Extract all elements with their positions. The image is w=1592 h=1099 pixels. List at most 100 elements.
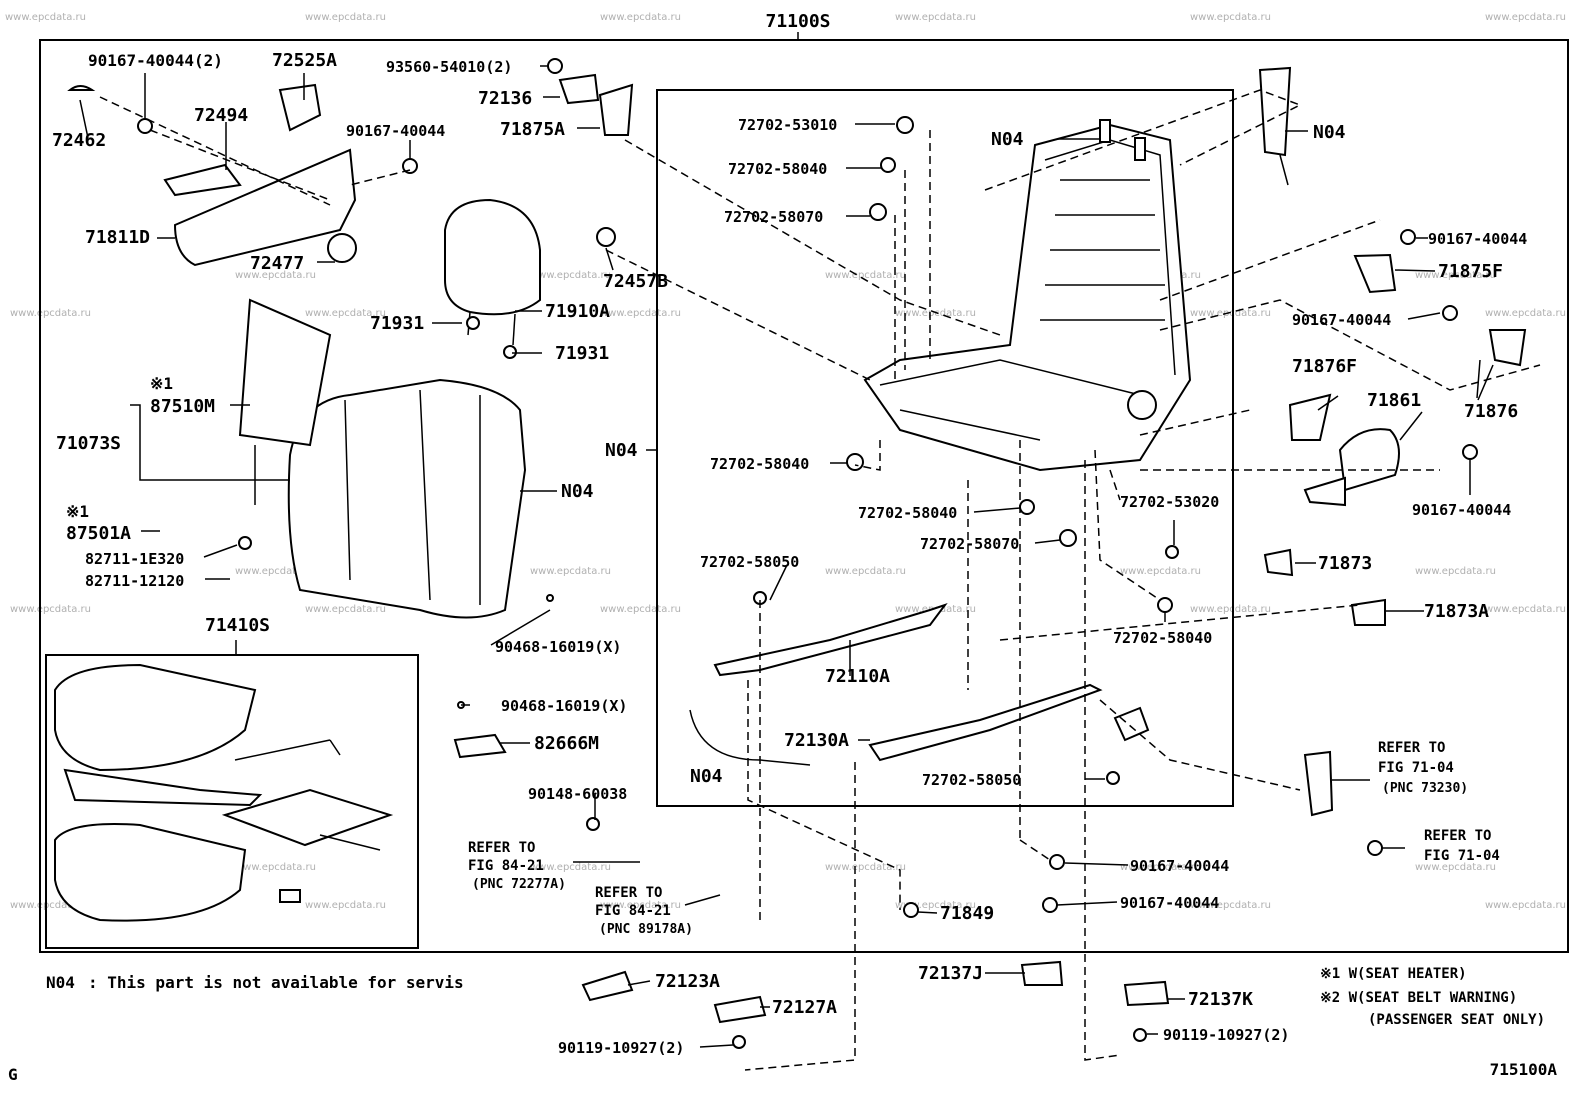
- part-label: 71849: [940, 903, 994, 924]
- reference-notes: REFER TO FIG 84-21 (PNC 72277A) REFER TO…: [468, 740, 1500, 937]
- watermark-text: www.epcdata.ru: [1415, 566, 1496, 577]
- part-label: ※1: [66, 502, 89, 521]
- part-label: 72702-58040: [858, 504, 957, 522]
- part-label: 72702-58040: [1113, 629, 1212, 647]
- assembly-number: 71100S: [765, 11, 830, 32]
- watermark-text: www.epcdata.ru: [895, 12, 976, 23]
- cushion-frame: [45, 654, 419, 949]
- watermark-text: www.epcdata.ru: [600, 308, 681, 319]
- part-label: 87501A: [66, 523, 131, 544]
- ref-c-line3: (PNC 73230): [1382, 781, 1468, 796]
- ref-a-line3: (PNC 72277A): [472, 877, 566, 892]
- part-label: 71875F: [1438, 261, 1503, 282]
- part-label: 90167-40044: [1412, 501, 1511, 519]
- part-label: N04: [690, 766, 723, 787]
- part-label: 72462: [52, 130, 106, 151]
- part-label: 71873: [1318, 553, 1372, 574]
- part-label: 71861: [1367, 390, 1421, 411]
- part-label: 71931: [370, 313, 424, 334]
- cushion-drawing: [54, 663, 394, 922]
- ref-a-line2: FIG 84-21: [468, 858, 544, 874]
- part-label: 72702-58070: [724, 208, 823, 226]
- part-label: 90468-16019(X): [495, 638, 621, 656]
- fasteners-drawing: [137, 58, 1478, 1049]
- seat-rail-drawing: [689, 603, 1103, 766]
- part-label: 72702-53020: [1120, 493, 1219, 511]
- ref-d-line1: REFER TO: [1424, 828, 1491, 844]
- part-label: 90148-60038: [528, 785, 627, 803]
- watermark-text: www.epcdata.ru: [305, 308, 386, 319]
- watermark-text: www.epcdata.ru: [1485, 12, 1566, 23]
- part-label: 90167-40044: [346, 122, 445, 140]
- watermark-text: www.epcdata.ru: [305, 604, 386, 615]
- part-label: 71876: [1464, 401, 1518, 422]
- watermark-text: www.epcdata.ru: [1190, 900, 1271, 911]
- watermark-text: www.epcdata.ru: [235, 862, 316, 873]
- watermark-text: www.epcdata.ru: [530, 270, 611, 281]
- part-label: 71873A: [1424, 601, 1489, 622]
- watermark-text: www.epcdata.ru: [10, 604, 91, 615]
- watermark-text: www.epcdata.ru: [1485, 900, 1566, 911]
- watermark-text: www.epcdata.ru: [305, 900, 386, 911]
- ref-d-line2: FIG 71-04: [1424, 848, 1500, 864]
- watermark-text: www.epcdata.ru: [5, 12, 86, 23]
- watermark-text: www.epcdata.ru: [1120, 566, 1201, 577]
- watermark-text: www.epcdata.ru: [1485, 308, 1566, 319]
- figure-code: 715100A: [1490, 1060, 1558, 1079]
- part-label: N04: [991, 129, 1024, 150]
- part-label: 72136: [478, 88, 532, 109]
- watermark-text: www.epcdata.ru: [825, 862, 906, 873]
- part-label: 72137K: [1188, 989, 1253, 1010]
- watermark-text: www.epcdata.ru: [895, 308, 976, 319]
- ref-b-line3: (PNC 89178A): [599, 922, 693, 937]
- part-label: 72137J: [918, 963, 983, 984]
- watermarks: www.epcdata.ru www.epcdata.ru www.epcdata.…: [5, 12, 1566, 911]
- watermark-text: www.epcdata.ru: [1190, 308, 1271, 319]
- corner-letter: G: [8, 1065, 18, 1084]
- side-parts-drawing: [67, 66, 1527, 1024]
- part-label: 72702-58050: [922, 771, 1021, 789]
- ref-c-line1: REFER TO: [1378, 740, 1445, 756]
- part-label: 72702-58040: [728, 160, 827, 178]
- watermark-text: www.epcdata.ru: [530, 566, 611, 577]
- part-label: 72702-58050: [700, 553, 799, 571]
- watermark-text: www.epcdata.ru: [10, 900, 91, 911]
- watermark-text: www.epcdata.ru: [1190, 604, 1271, 615]
- ref-b-line2: FIG 84-21: [595, 903, 671, 919]
- part-label: 90167-40044: [1428, 230, 1527, 248]
- part-label: 71875A: [500, 119, 565, 140]
- part-label: 90167-40044: [1130, 857, 1229, 875]
- part-label: 90119-10927(2): [558, 1039, 684, 1057]
- watermark-text: www.epcdata.ru: [530, 862, 611, 873]
- footnote-seat-heater: ※1 W(SEAT HEATER): [1320, 966, 1467, 982]
- headrest-drawing: [444, 198, 541, 346]
- ref-a-line1: REFER TO: [468, 840, 535, 856]
- part-label: 82666M: [534, 733, 599, 754]
- watermark-text: www.epcdata.ru: [1190, 12, 1271, 23]
- part-label: ※1: [150, 374, 173, 393]
- part-label: 71876F: [1292, 356, 1357, 377]
- part-label: 71410S: [205, 615, 270, 636]
- ref-c-line2: FIG 71-04: [1378, 760, 1454, 776]
- watermark-text: www.epcdata.ru: [235, 270, 316, 281]
- part-label: 72477: [250, 253, 304, 274]
- part-label: 72127A: [772, 997, 837, 1018]
- watermark-text: www.epcdata.ru: [1485, 604, 1566, 615]
- part-label: 72110A: [825, 666, 890, 687]
- watermark-text: www.epcdata.ru: [235, 566, 316, 577]
- part-label: 71073S: [56, 433, 121, 454]
- part-label: N04: [1313, 122, 1346, 143]
- part-label: 82711-1E320: [85, 550, 184, 568]
- watermark-text: www.epcdata.ru: [1415, 270, 1496, 281]
- heater-pad-drawing: [238, 298, 332, 505]
- part-label: 82711-12120: [85, 572, 184, 590]
- part-label: 72702-53010: [738, 116, 837, 134]
- watermark-text: www.epcdata.ru: [1120, 862, 1201, 873]
- watermark-text: www.epcdata.ru: [10, 308, 91, 319]
- footnote-seat-belt-warning: ※2 W(SEAT BELT WARNING): [1320, 990, 1517, 1006]
- part-label: 93560-54010(2): [386, 58, 512, 76]
- watermark-text: www.epcdata.ru: [895, 900, 976, 911]
- seat-back-cover-drawing: [287, 378, 527, 619]
- watermark-text: www.epcdata.ru: [600, 12, 681, 23]
- part-label: 72702-58070: [920, 535, 1019, 553]
